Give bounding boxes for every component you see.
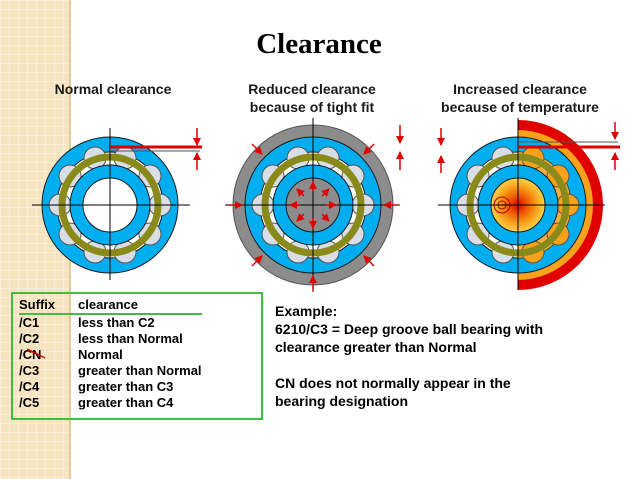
table-row: /C3 greater than Normal <box>19 363 202 378</box>
suffix-table: Suffix clearance /C1 less than C2 /C2 le… <box>19 297 202 411</box>
example-note: bearing designation <box>275 393 409 409</box>
diagram-label-reduced: Reduced clearance because of tight fit <box>248 81 376 115</box>
example-line: clearance greater than Normal <box>275 339 477 355</box>
diagram-label-normal: Normal clearance <box>54 81 172 97</box>
example-note: CN does not normally appear in the <box>275 375 511 391</box>
header-suffix: Suffix <box>19 297 78 315</box>
table-row: /C2 less than Normal <box>19 331 183 346</box>
header-clearance: clearance <box>78 297 202 315</box>
table-row: /C4 greater than C3 <box>19 379 174 394</box>
slide-title: Clearance <box>256 28 382 60</box>
bearing-normal <box>32 128 202 280</box>
table-row: /C1 less than C2 <box>19 315 155 330</box>
example-text: Example: 6210/C3 = Deep groove ball bear… <box>275 302 625 410</box>
compression-arrows-outer <box>228 143 398 290</box>
suffix-table-frame <box>11 292 263 420</box>
table-header-row: Suffix clearance <box>19 297 202 315</box>
strikethrough-mark <box>27 348 46 359</box>
diagram-label-increased: Increased clearance because of temperatu… <box>441 81 599 115</box>
table-row: /CN Normal <box>19 347 123 362</box>
table-row: /C5 greater than C4 <box>19 395 174 410</box>
example-line: 6210/C3 = Deep groove ball bearing with <box>275 321 544 337</box>
bearing-reduced <box>225 118 404 292</box>
example-heading: Example: <box>275 303 338 319</box>
bearing-increased <box>437 118 620 290</box>
expansion-arrows-inner <box>289 181 337 229</box>
